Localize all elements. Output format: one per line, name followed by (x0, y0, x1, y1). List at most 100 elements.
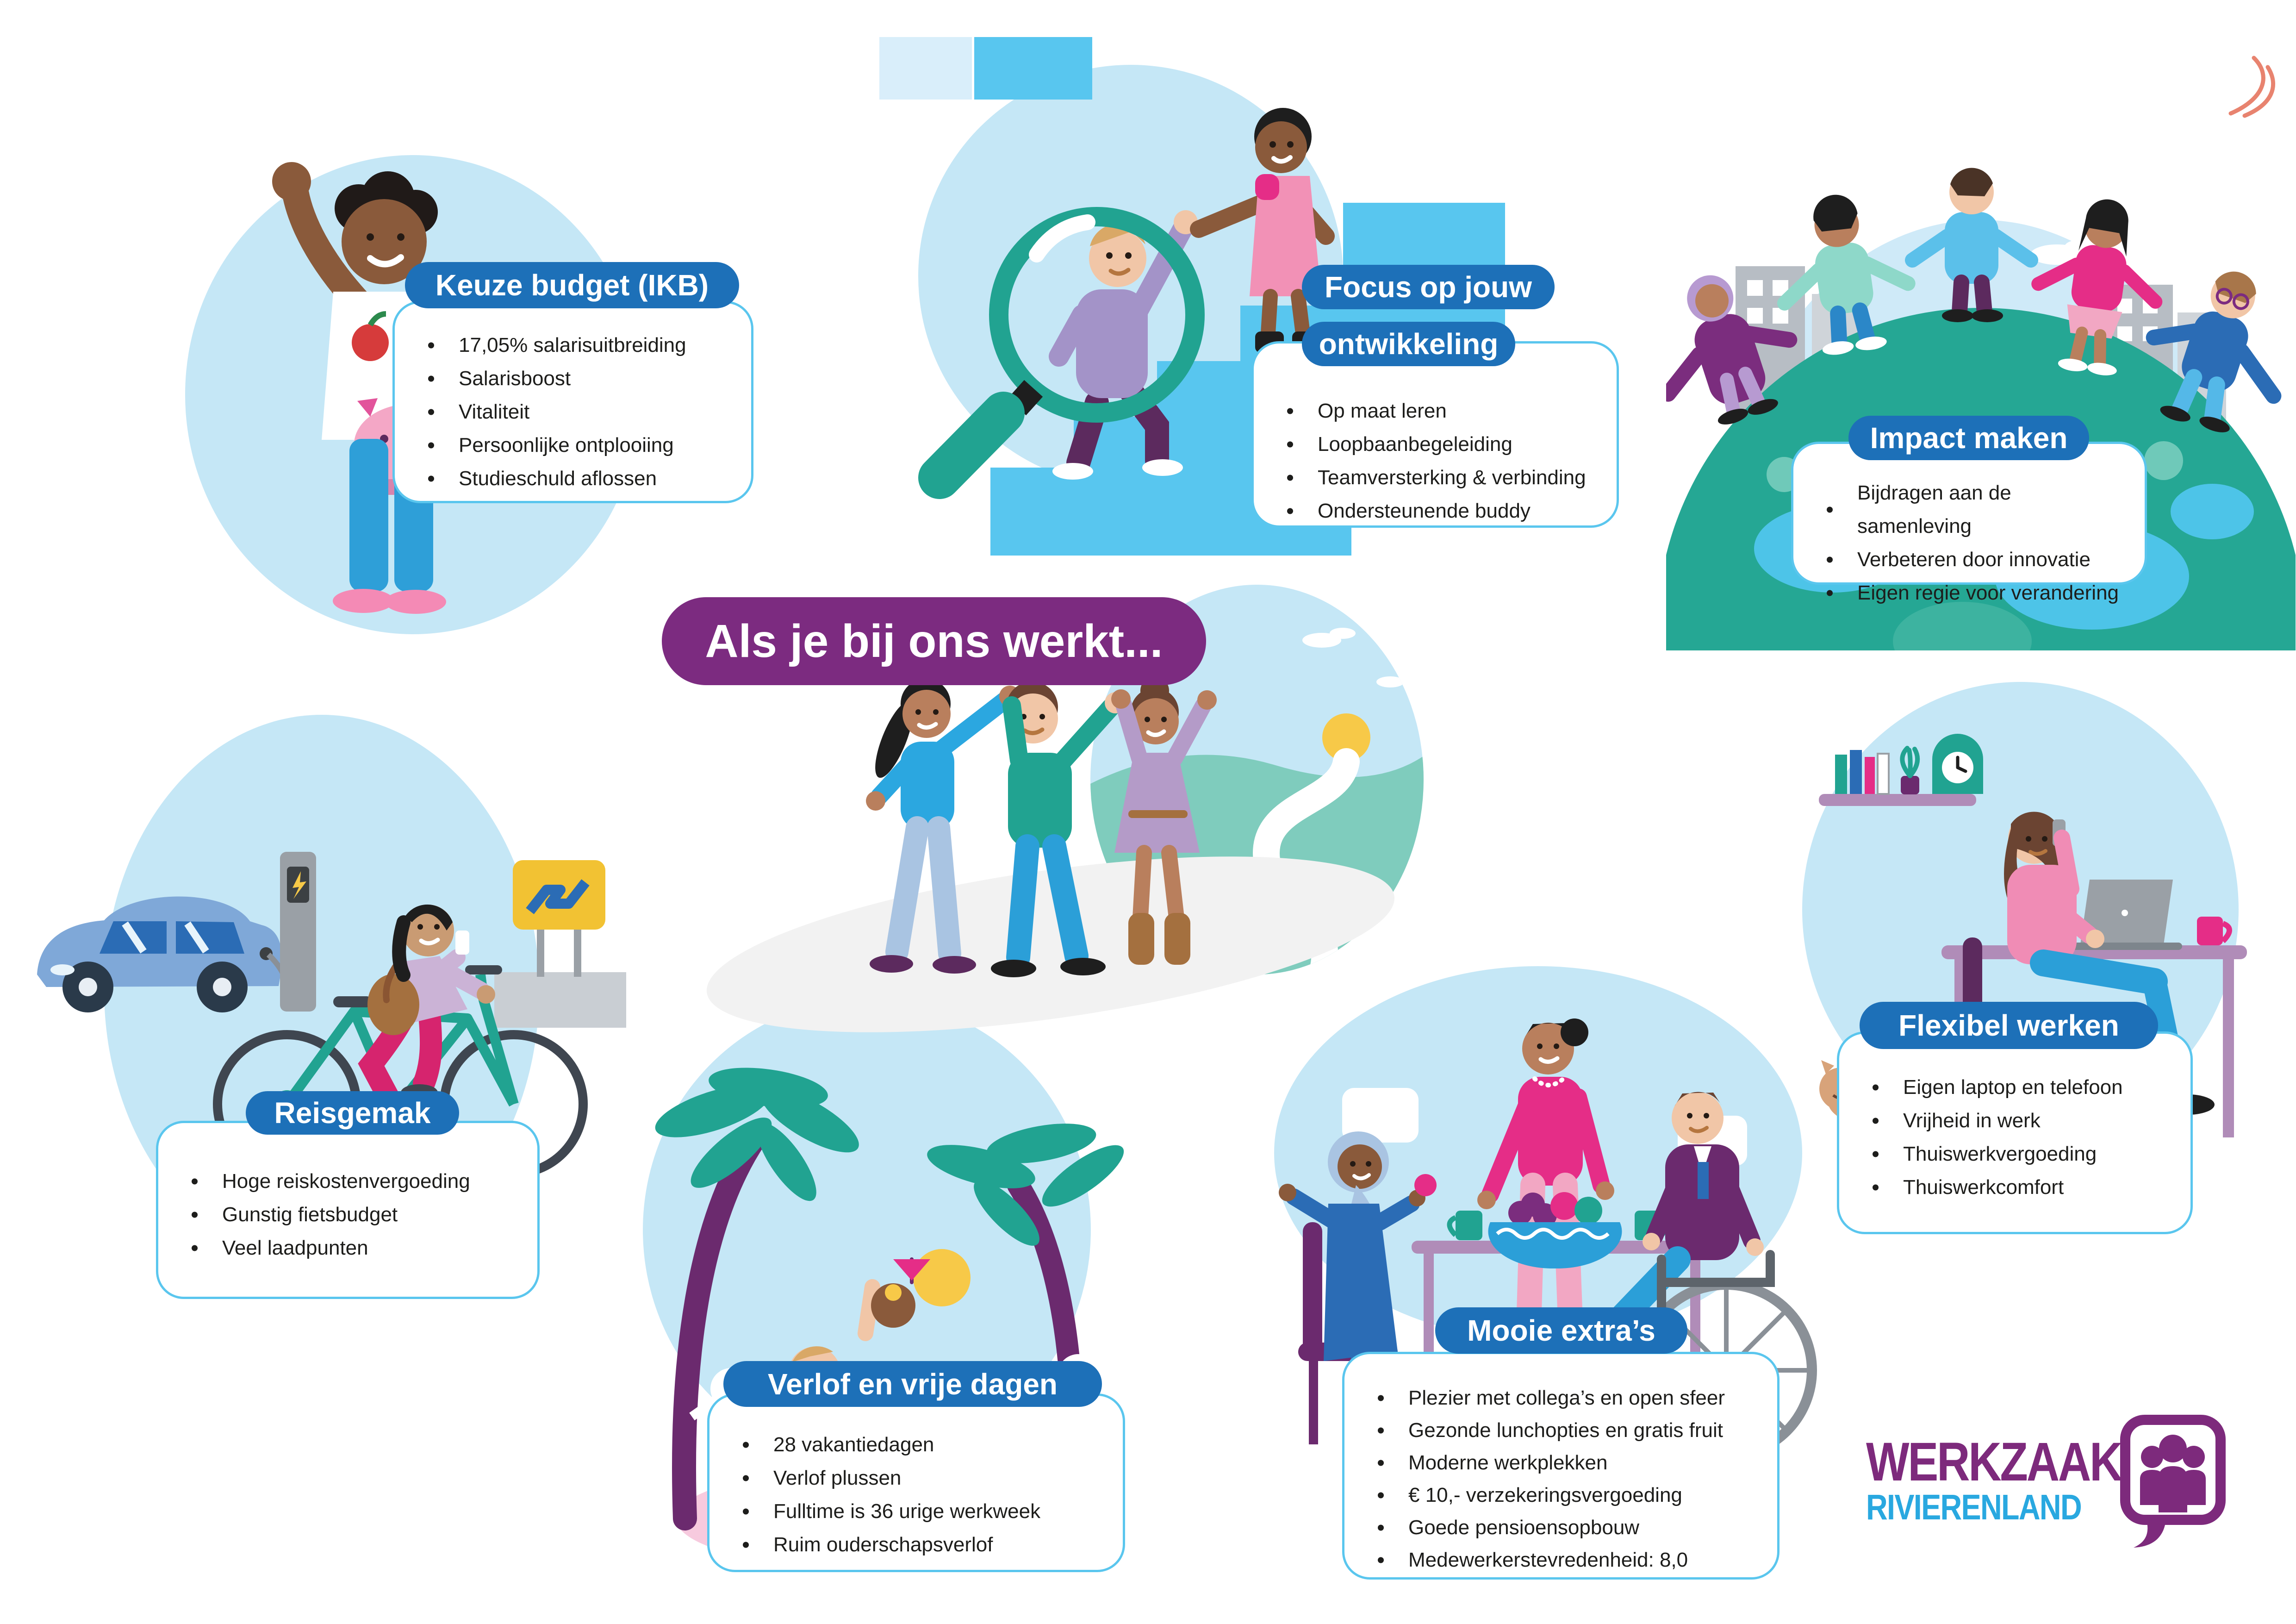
cyclist-icon (358, 904, 495, 1118)
benefit-list: Bijdragen aan de samenleving Verbeteren … (1793, 476, 2145, 610)
benefit-text: 28 vakantiedagen (773, 1433, 934, 1456)
bullet-dot (743, 1475, 749, 1481)
benefit-text: € 10,- verzekeringsvergoeding (1408, 1484, 1682, 1506)
list-item: Moderne werkplekken (1372, 1447, 1752, 1479)
benefit-text: Thuiswerkvergoeding (1903, 1143, 2097, 1165)
list-item: 28 vakantiedagen (737, 1428, 1097, 1462)
mug-icon (2197, 917, 2232, 945)
benefit-list: Eigen laptop en telefoon Vrijheid in wer… (1839, 1071, 2190, 1204)
bullet-dot (1378, 1460, 1384, 1466)
logo-rivierenland: RIVIERENLAND (1866, 1487, 2082, 1527)
bullet-dot (1287, 441, 1293, 448)
section-title-impact: Impact maken (1848, 416, 2089, 460)
bullet-dot (1378, 1524, 1384, 1531)
bullet-dot (1287, 475, 1293, 481)
benefit-text: Persoonlijke ontplooiing (459, 434, 674, 456)
bullet-dot (1378, 1395, 1384, 1401)
hijab-woman-icon (1279, 1131, 1437, 1444)
list-item: Ondersteunende buddy (1282, 494, 1591, 528)
ns-sign-icon (494, 860, 626, 1028)
benefit-text: Teamversterking & verbinding (1318, 466, 1586, 489)
card-keuze-budget: 17,05% salarisuitbreiding Salarisboost V… (392, 301, 753, 503)
plant-icon (1900, 746, 1920, 794)
bullet-dot (428, 409, 434, 415)
bullet-dot (428, 375, 434, 382)
benefit-list: Op maat leren Loopbaanbegeleiding Teamve… (1254, 394, 1617, 528)
logo-speech-bubble-icon (2120, 1415, 2226, 1548)
list-item: Persoonlijke ontplooiing (423, 429, 726, 462)
shoe-icon (333, 589, 394, 613)
woman-blue-top (866, 679, 1020, 974)
card-focus-ontwikkeling: Op maat leren Loopbaanbegeleiding Teamve… (1251, 341, 1619, 528)
bullet-dot (1827, 506, 1833, 513)
shoe-icon (385, 590, 446, 614)
fruit-bowl-icon (1488, 1192, 1622, 1269)
swirl-decoration-icon (2228, 56, 2276, 118)
bullet-dot (1873, 1084, 1879, 1091)
card-flexibel-werken: Eigen laptop en telefoon Vrijheid in wer… (1837, 1031, 2193, 1234)
list-item: Plezier met collega’s en open sfeer (1372, 1382, 1752, 1414)
coconut-icon (871, 1283, 915, 1328)
benefit-text: Verlof plussen (773, 1467, 902, 1489)
list-item: 17,05% salarisuitbreiding (423, 329, 726, 362)
list-item: Thuiswerkcomfort (1867, 1171, 2165, 1204)
bullet-dot (1827, 556, 1833, 563)
section-title-mooie: Mooie extra’s (1435, 1307, 1687, 1354)
cocktail-umbrella-icon (893, 1259, 930, 1280)
glasses-icon (2215, 287, 2233, 305)
bullet-dot (1378, 1492, 1384, 1499)
card-impact-maken: Bijdragen aan de samenleving Verbeteren … (1791, 442, 2147, 604)
sun-icon (1322, 713, 1370, 762)
bullet-dot (428, 342, 434, 349)
helping-woman-icon (1190, 108, 1335, 353)
card-mooie-extras: Plezier met collega’s en open sfeer Gezo… (1342, 1352, 1780, 1580)
people-on-globe-icon (1666, 168, 2282, 432)
benefit-text: Loopbaanbegeleiding (1318, 433, 1512, 456)
clock-icon (1932, 734, 1983, 794)
benefit-text: Eigen laptop en telefoon (1903, 1076, 2123, 1099)
list-item: Fulltime is 36 urige werkweek (737, 1495, 1097, 1528)
bullet-dot (192, 1178, 198, 1185)
list-item: Ruim ouderschapsverlof (737, 1528, 1097, 1562)
list-item: € 10,- verzekeringsvergoeding (1372, 1479, 1752, 1512)
benefit-text: Goede pensioensopbouw (1408, 1516, 1640, 1539)
bullet-dot (1873, 1118, 1879, 1124)
pearl-necklace-icon (1532, 1076, 1566, 1087)
section-title-flexibel: Flexibel werken (1860, 1002, 2158, 1049)
shelf-icon (1819, 734, 1983, 806)
charging-station-icon (266, 852, 316, 1012)
card-verlof: 28 vakantiedagen Verlof plussen Fulltime… (707, 1393, 1125, 1572)
bullet-dot (428, 442, 434, 449)
list-item: Studieschuld aflossen (423, 462, 726, 495)
list-item: Loopbaanbegeleiding (1282, 428, 1591, 461)
bullet-dot (192, 1245, 198, 1251)
section-title-focus-line1: Focus op jouw (1302, 265, 1555, 309)
benefit-text: Plezier met collega’s en open sfeer (1408, 1387, 1725, 1409)
person-blue-sweater (1905, 168, 2038, 322)
list-item: Vrijheid in werk (1867, 1104, 2165, 1137)
mug-icon (1456, 1211, 1482, 1240)
benefit-text: Fulltime is 36 urige werkweek (773, 1500, 1041, 1523)
lightning-icon (292, 871, 306, 899)
benefit-list: 17,05% salarisuitbreiding Salarisboost V… (395, 329, 751, 495)
list-item: Thuiswerkvergoeding (1867, 1137, 2165, 1171)
trio-illustration (866, 676, 1217, 977)
benefit-text: Vrijheid in werk (1903, 1109, 2041, 1132)
apple-icon (1414, 1174, 1437, 1196)
benefit-text: Gunstig fietsbudget (222, 1203, 398, 1226)
benefit-list: 28 vakantiedagen Verlof plussen Fulltime… (709, 1428, 1123, 1562)
bullet-dot (192, 1212, 198, 1218)
section-title-verlof: Verlof en vrije dagen (723, 1361, 1102, 1407)
benefit-text: Gezonde lunchopties en gratis fruit (1408, 1419, 1723, 1442)
boot-icon (1164, 913, 1190, 965)
section-title-reisgemak: Reisgemak (246, 1091, 459, 1135)
tree-icon (2144, 441, 2183, 480)
bullet-dot (1287, 408, 1293, 414)
list-item: Teamversterking & verbinding (1282, 461, 1591, 494)
ev-car-icon (37, 896, 282, 1012)
person-teal-shirt (1777, 194, 1916, 355)
list-item: Salarisboost (423, 362, 726, 395)
benefit-list: Hoge reiskostenvergoeding Gunstig fietsb… (158, 1165, 537, 1265)
benefit-text: Medewerkerstevredenheid: 8,0 (1408, 1549, 1688, 1571)
